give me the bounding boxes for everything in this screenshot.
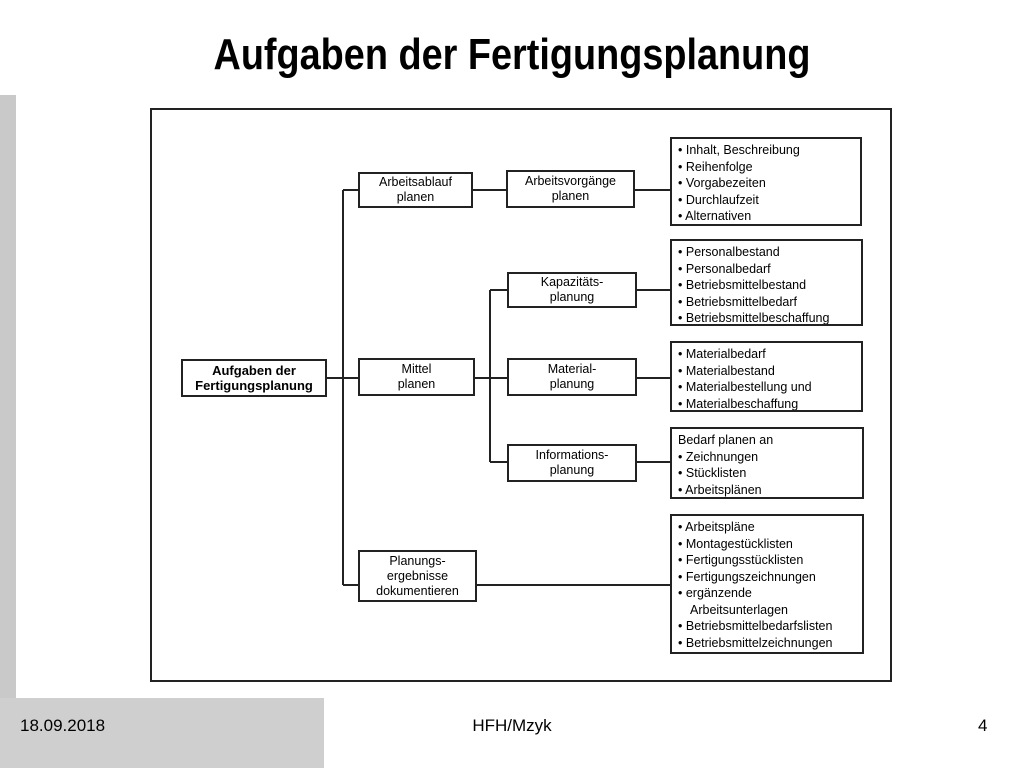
list-item: Betriebsmittelbedarfslisten bbox=[678, 618, 858, 635]
list-item: Arbeitspläne bbox=[678, 519, 858, 536]
list-item: ergänzende bbox=[678, 585, 858, 602]
list-item: Zeichnungen bbox=[678, 449, 858, 466]
list-item: Betriebsmittelzeichnungen bbox=[678, 635, 858, 652]
list-arbeitsvorgaenge: Inhalt, BeschreibungReihenfolgeVorgabeze… bbox=[670, 137, 862, 226]
list-item: Betriebsmittelbedarf bbox=[678, 294, 857, 311]
list-item: Materialbedarf bbox=[678, 346, 857, 363]
list-item: Fertigungszeichnungen bbox=[678, 569, 858, 586]
node-arbeitsvorgaenge-label: Arbeitsvorgänge planen bbox=[524, 174, 617, 203]
node-root-label: Aufgaben der Fertigungsplanung bbox=[195, 363, 313, 393]
left-decor-band bbox=[0, 95, 16, 768]
list-item: Montagestücklisten bbox=[678, 536, 858, 553]
list-information: Bedarf planen an ZeichnungenStücklistenAr… bbox=[670, 427, 864, 499]
list-item: Materialbestand bbox=[678, 363, 857, 380]
node-informationsplanung: Informations- planung bbox=[507, 444, 637, 482]
list-item: Fertigungsstücklisten bbox=[678, 552, 858, 569]
list-item: Materialbeschaffung bbox=[678, 396, 857, 411]
node-information-label: Informations- planung bbox=[535, 448, 609, 477]
list-kapazitaet: PersonalbestandPersonalbedarfBetriebsmit… bbox=[670, 239, 863, 326]
node-arbeitsvorgaenge-planen: Arbeitsvorgänge planen bbox=[506, 170, 635, 208]
node-mittel-planen: Mittel planen bbox=[358, 358, 475, 396]
list-item: Arbeitsunterlagen bbox=[690, 602, 788, 617]
node-kapazitaetsplanung: Kapazitäts- planung bbox=[507, 272, 637, 308]
list-item: Alternativen bbox=[678, 208, 856, 224]
node-arbeitsablauf-label: Arbeitsablauf planen bbox=[379, 175, 452, 204]
list-item: Reihenfolge bbox=[678, 159, 856, 176]
slide-title: Aufgaben der Fertigungsplanung bbox=[213, 30, 811, 79]
list-dokumentieren: ArbeitspläneMontagestücklistenFertigungs… bbox=[670, 514, 864, 654]
footer-date: 18.09.2018 bbox=[20, 716, 106, 735]
list-item: Stücklisten bbox=[678, 465, 858, 482]
node-material-label: Material- planung bbox=[547, 362, 597, 391]
node-mittel-label: Mittel planen bbox=[397, 362, 436, 391]
node-kapazitaet-label: Kapazitäts- planung bbox=[540, 275, 604, 304]
node-planungsergebnisse-dokumentieren: Planungs- ergebnisse dokumentieren bbox=[358, 550, 477, 602]
list-item: Personalbedarf bbox=[678, 261, 857, 278]
list-material: MaterialbedarfMaterialbestandMaterialbes… bbox=[670, 341, 863, 412]
node-root-aufgaben: Aufgaben der Fertigungsplanung bbox=[181, 359, 327, 397]
list-item: Arbeitsplänen bbox=[678, 482, 858, 498]
footer-page-number: 4 bbox=[978, 716, 988, 735]
list-item: Betriebsmittelbeschaffung bbox=[678, 310, 857, 324]
list-item: Betriebsmittelbestand bbox=[678, 277, 857, 294]
list-item: Personalbestand bbox=[678, 244, 857, 261]
footer-author: HFH/Mzyk bbox=[472, 716, 552, 735]
node-materialplanung: Material- planung bbox=[507, 358, 637, 396]
list-item: Bedarf planen an bbox=[678, 433, 774, 447]
footer-decor-band bbox=[0, 698, 324, 768]
list-item: Durchlaufzeit bbox=[678, 192, 856, 209]
node-dokumentieren-label: Planungs- ergebnisse dokumentieren bbox=[376, 553, 459, 598]
list-item: Vorgabezeiten bbox=[678, 175, 856, 192]
node-arbeitsablauf-planen: Arbeitsablauf planen bbox=[358, 172, 473, 208]
list-item: Materialbestellung und bbox=[678, 379, 857, 396]
list-item: Inhalt, Beschreibung bbox=[678, 142, 856, 159]
